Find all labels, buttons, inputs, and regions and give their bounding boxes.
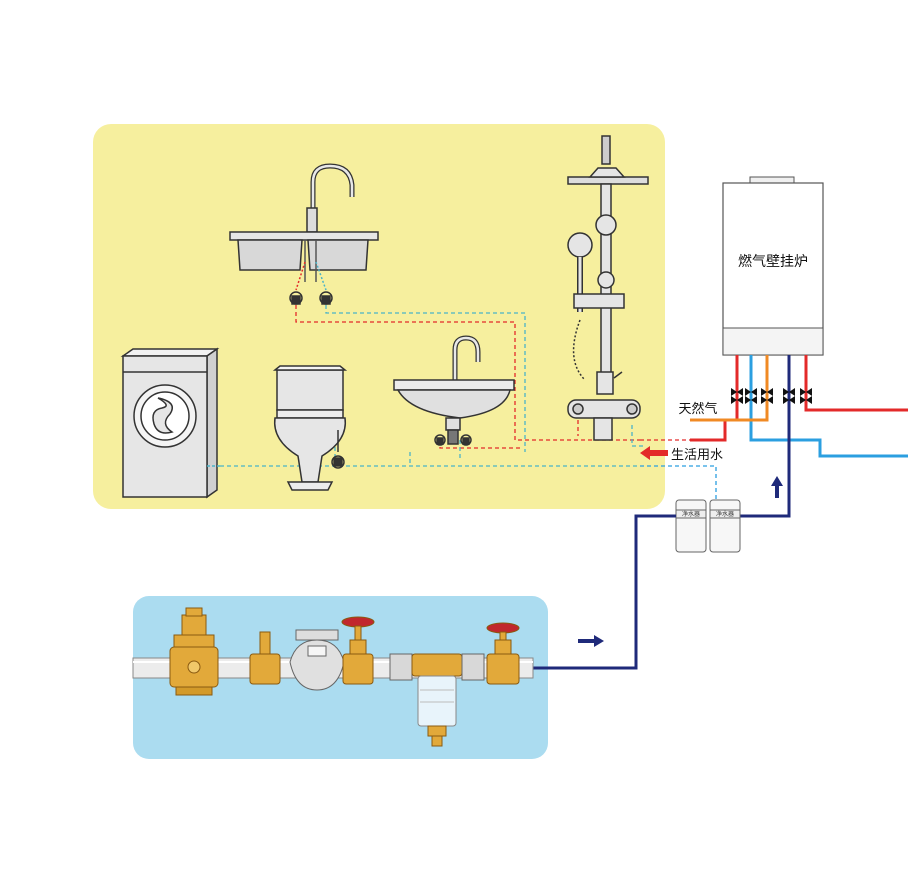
gate-valve-1 bbox=[341, 616, 375, 685]
domestic-water-label: 生活用水 bbox=[671, 448, 723, 463]
kitchen-sink bbox=[229, 163, 379, 305]
main-supply-line bbox=[520, 514, 676, 670]
toilet bbox=[272, 365, 348, 491]
check-valve bbox=[249, 631, 281, 685]
gas-label: 天然气 bbox=[678, 401, 717, 417]
filter-label-1: 净水器 bbox=[682, 510, 700, 518]
wash-basin bbox=[393, 335, 515, 446]
washing-machine bbox=[120, 347, 222, 499]
supply-up-arrow bbox=[771, 476, 783, 498]
shower-set bbox=[567, 135, 649, 441]
gas-boiler bbox=[722, 176, 824, 356]
boiler-connections bbox=[690, 355, 908, 518]
y-strainer-filter bbox=[411, 653, 463, 747]
hot-water-arrow bbox=[640, 446, 668, 460]
bathroom-panel bbox=[93, 124, 665, 509]
dashed-cold-pipes bbox=[220, 305, 645, 467]
pressure-reducing-valve bbox=[169, 607, 219, 696]
boiler-valves bbox=[731, 388, 812, 404]
supply-right-arrow bbox=[578, 635, 604, 647]
boiler-label: 燃气壁挂炉 bbox=[738, 253, 808, 270]
union-fitting-1 bbox=[389, 653, 413, 681]
union-fitting-2 bbox=[461, 653, 485, 681]
water-filter-units bbox=[675, 499, 741, 553]
water-meter bbox=[289, 629, 345, 691]
filter-label-2: 净水器 bbox=[716, 510, 734, 518]
gate-valve-2 bbox=[486, 622, 520, 685]
